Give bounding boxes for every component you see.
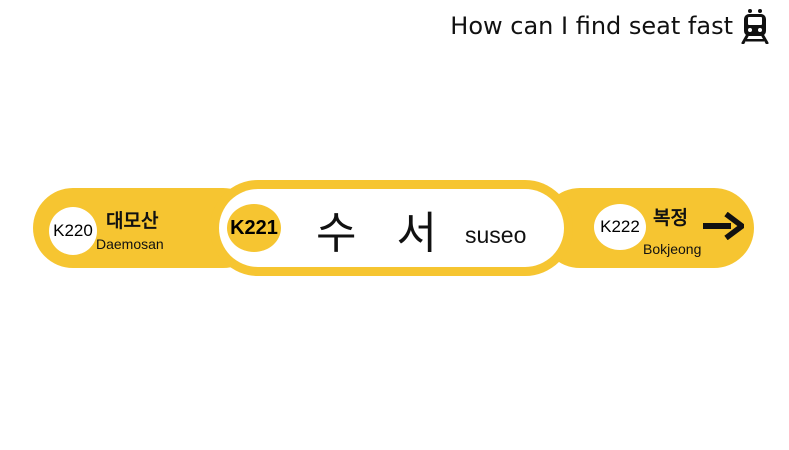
next-station-name-en: Bokjeong: [643, 241, 702, 257]
arrow-right-icon: [703, 212, 744, 240]
previous-station-code: K220: [49, 207, 97, 255]
current-station-name-ko: 수서: [316, 208, 477, 259]
next-station-name-ko: 복정: [653, 207, 688, 229]
current-station-name-en: suseo: [465, 222, 527, 248]
page-header: How can I find seat fast: [450, 8, 769, 44]
previous-station-name-en: Daemosan: [96, 236, 164, 252]
next-station-code: K222: [594, 204, 646, 250]
current-station-code: K221: [227, 204, 281, 252]
previous-station-name-ko: 대모산: [106, 210, 159, 232]
page-title: How can I find seat fast: [450, 12, 733, 40]
train-icon: [741, 9, 769, 44]
